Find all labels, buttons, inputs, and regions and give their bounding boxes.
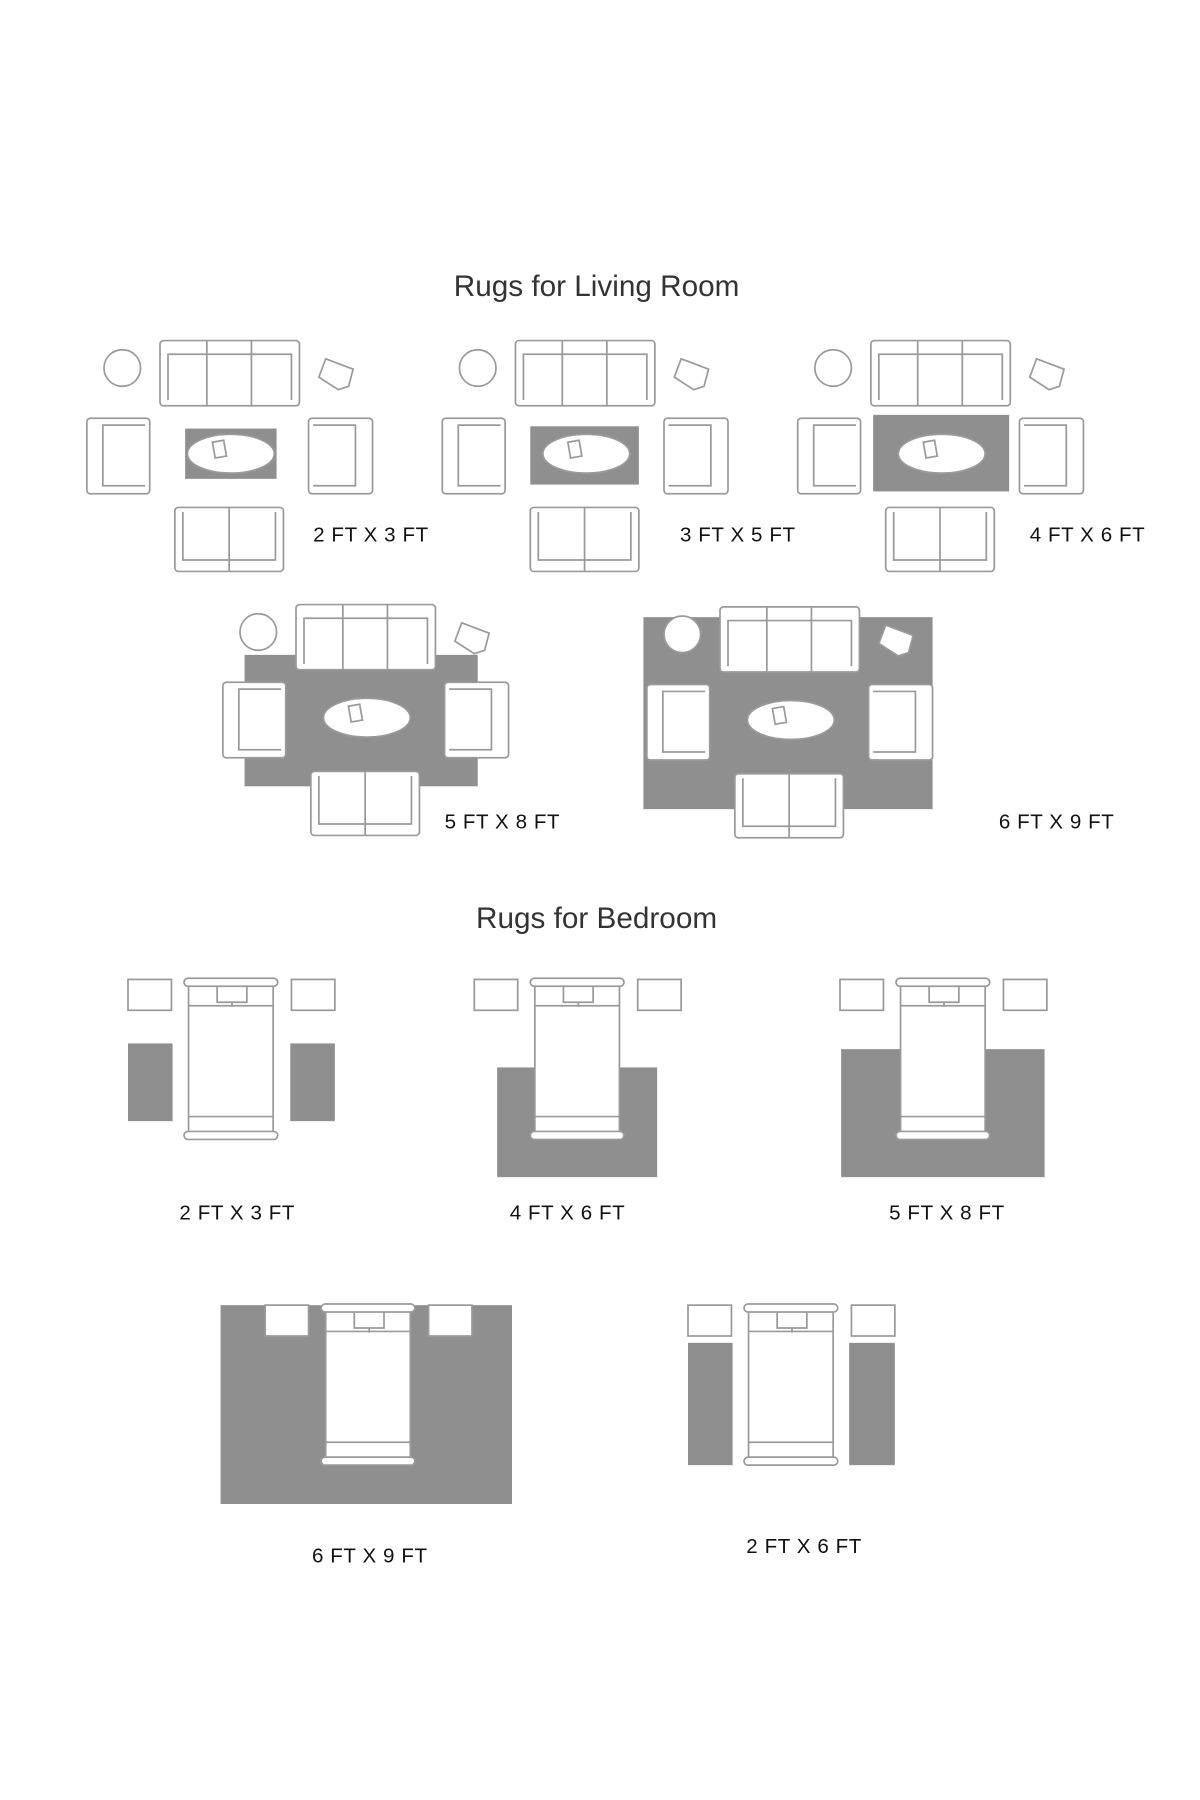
living-room-title: Rugs for Living Room (454, 270, 740, 303)
bedroom-6x9: 6 FT X 9 FT (220, 1303, 513, 1567)
living-room-6x9: 6 FT X 9 FT (643, 605, 1115, 839)
living-room-furniture (222, 603, 510, 837)
living-room-5x8: 5 FT X 8 FT (222, 603, 561, 837)
rug-right (290, 1043, 335, 1122)
size-label: 5 FT X 8 FT (445, 811, 561, 834)
size-label: 4 FT X 6 FT (510, 1201, 626, 1224)
size-label: 2 FT X 3 FT (179, 1201, 295, 1224)
bedroom-title: Rugs for Bedroom (476, 902, 717, 935)
size-label: 6 FT X 9 FT (312, 1544, 428, 1567)
rug-right (849, 1342, 895, 1466)
size-label: 2 FT X 3 FT (313, 524, 429, 547)
bedroom-2x3: 2 FT X 3 FT (127, 977, 336, 1224)
size-label: 5 FT X 8 FT (889, 1201, 1005, 1224)
size-label: 2 FT X 6 FT (746, 1535, 862, 1558)
bedroom-5x8: 5 FT X 8 FT (839, 977, 1048, 1224)
rug-left (688, 1342, 733, 1466)
size-label: 6 FT X 9 FT (999, 811, 1115, 834)
rug-left (128, 1043, 173, 1122)
table-item (211, 439, 228, 460)
bedroom-4x6: 4 FT X 6 FT (473, 977, 683, 1224)
living-room-4x6: 4 FT X 6 FT (796, 339, 1146, 573)
living-room-3x5: 3 FT X 5 FT (441, 339, 796, 573)
size-label: 4 FT X 6 FT (1030, 524, 1146, 547)
bedroom-2x6: 2 FT X 6 FT (687, 1303, 896, 1558)
size-label: 3 FT X 5 FT (680, 524, 796, 547)
living-room-2x3: 2 FT X 3 FT (85, 339, 429, 573)
